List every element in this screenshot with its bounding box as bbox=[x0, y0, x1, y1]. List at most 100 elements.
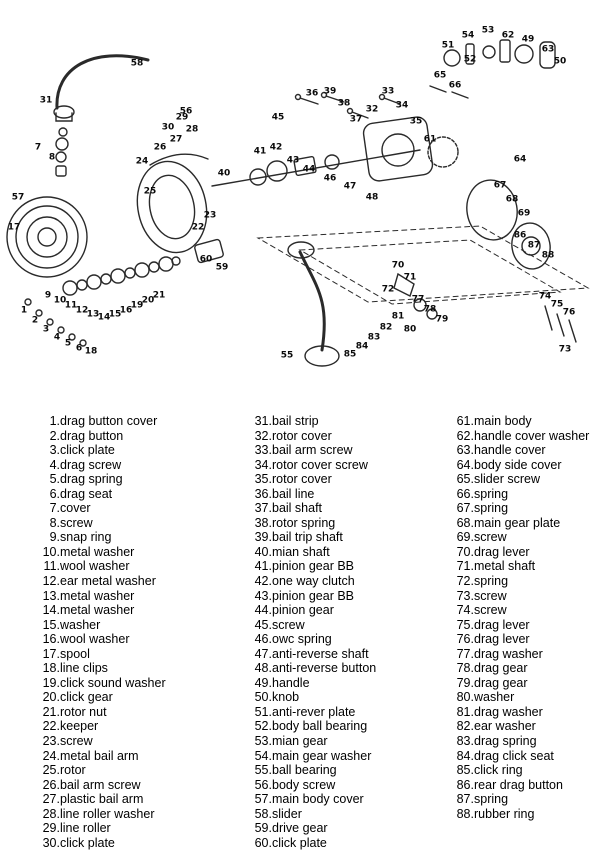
part-number: 82. bbox=[456, 719, 474, 734]
part-name: pinion gear bbox=[272, 603, 334, 618]
diagram-part-number: 11 bbox=[64, 300, 78, 311]
part-list-item: 85.click ring bbox=[454, 763, 604, 778]
diagram-part-number: 62 bbox=[501, 30, 515, 41]
part-list-item: 54.main gear washer bbox=[252, 749, 454, 764]
part-name: metal bail arm bbox=[60, 748, 139, 763]
part-list-item: 30.click plate bbox=[40, 836, 252, 851]
part-list-item: 58.slider bbox=[252, 807, 454, 822]
diagram-part-number: 60 bbox=[199, 254, 213, 265]
part-list-item: 23.screw bbox=[40, 734, 252, 749]
part-name: anti-rever plate bbox=[272, 704, 356, 719]
part-name: drag washer bbox=[474, 704, 543, 719]
diagram-part-number: 67 bbox=[493, 180, 507, 191]
part-number: 74. bbox=[456, 603, 474, 618]
part-list-item: 14.metal washer bbox=[40, 603, 252, 618]
part-number: 52. bbox=[254, 719, 272, 734]
diagram-part-number: 59 bbox=[215, 262, 229, 273]
part-name: spring bbox=[474, 486, 509, 501]
part-list-item: 74.screw bbox=[454, 603, 604, 618]
part-name: handle cover washer bbox=[474, 428, 590, 443]
part-name: rotor cover screw bbox=[272, 457, 368, 472]
part-list-item: 33.bail arm screw bbox=[252, 443, 454, 458]
part-number: 56. bbox=[254, 777, 272, 792]
part-number: 48. bbox=[254, 661, 272, 676]
diagram-part-number: 32 bbox=[365, 104, 379, 115]
diagram-part-number: 65 bbox=[433, 70, 447, 81]
part-list-item: 72.spring bbox=[454, 574, 604, 589]
part-number: 63. bbox=[456, 443, 474, 458]
diagram-part-number: 57 bbox=[11, 192, 25, 203]
part-list-item: 46.owc spring bbox=[252, 632, 454, 647]
part-name: spring bbox=[474, 792, 509, 807]
part-name: rotor bbox=[60, 763, 86, 778]
part-list-item: 24.metal bail arm bbox=[40, 749, 252, 764]
part-name: screw bbox=[474, 588, 507, 603]
part-list-item: 69.screw bbox=[454, 530, 604, 545]
part-list-item: 7.cover bbox=[40, 501, 252, 516]
part-number: 81. bbox=[456, 704, 474, 719]
part-number: 78. bbox=[456, 661, 474, 676]
part-number: 65. bbox=[456, 472, 474, 487]
part-list-item: 34.rotor cover screw bbox=[252, 458, 454, 473]
diagram-part-number: 76 bbox=[562, 307, 576, 318]
diagram-part-number: 55 bbox=[280, 350, 294, 361]
diagram-part-number: 74 bbox=[538, 291, 552, 302]
part-number: 1. bbox=[49, 414, 60, 428]
part-number: 55. bbox=[254, 763, 272, 778]
part-name: slider bbox=[272, 806, 302, 821]
part-name: screw bbox=[474, 530, 507, 545]
diagram-part-number: 41 bbox=[253, 146, 267, 157]
part-number: 30. bbox=[42, 835, 60, 850]
diagram-part-number: 68 bbox=[505, 194, 519, 205]
part-list-item: 10.metal washer bbox=[40, 545, 252, 560]
part-name: drive gear bbox=[272, 821, 328, 836]
part-list-item: 75.drag lever bbox=[454, 618, 604, 633]
part-name: bail line bbox=[272, 486, 315, 501]
part-name: click sound washer bbox=[60, 675, 166, 690]
part-number: 39. bbox=[254, 530, 272, 545]
diagram-part-number: 38 bbox=[337, 98, 351, 109]
part-list-item: 65.slider screw bbox=[454, 472, 604, 487]
part-name: drag gear bbox=[474, 675, 528, 690]
part-name: plastic bail arm bbox=[60, 792, 144, 807]
part-name: drag seat bbox=[60, 486, 113, 501]
part-list-item: 66.spring bbox=[454, 487, 604, 502]
part-list-item: 67.spring bbox=[454, 501, 604, 516]
part-list-item: 44.pinion gear bbox=[252, 603, 454, 618]
diagram-part-number: 28 bbox=[185, 124, 199, 135]
diagram-drawing bbox=[6, 39, 590, 367]
part-number: 77. bbox=[456, 646, 474, 661]
diagram-part-number: 44 bbox=[302, 164, 316, 175]
part-number: 67. bbox=[456, 501, 474, 516]
diagram-part-number: 78 bbox=[423, 304, 437, 315]
part-list-item: 80.washer bbox=[454, 690, 604, 705]
part-list-item: 36.bail line bbox=[252, 487, 454, 502]
part-name: one way clutch bbox=[272, 574, 355, 589]
part-number: 47. bbox=[254, 646, 272, 661]
diagram-part-number: 42 bbox=[269, 142, 283, 153]
part-list-item: 56.body screw bbox=[252, 778, 454, 793]
part-number: 59. bbox=[254, 821, 272, 836]
part-list-item: 12.ear metal washer bbox=[40, 574, 252, 589]
part-name: metal washer bbox=[60, 588, 135, 603]
part-name: washer bbox=[474, 690, 515, 705]
part-number: 68. bbox=[456, 515, 474, 530]
part-name: spool bbox=[60, 646, 90, 661]
diagram-part-number: 19 bbox=[130, 300, 144, 311]
part-name: drag button bbox=[60, 428, 124, 443]
part-name: wool washer bbox=[60, 632, 130, 647]
part-list-item: 79.drag gear bbox=[454, 676, 604, 691]
diagram-part-number: 35 bbox=[409, 116, 423, 127]
part-list-item: 73.screw bbox=[454, 589, 604, 604]
part-name: drag screw bbox=[60, 457, 122, 472]
part-number: 60. bbox=[254, 835, 272, 850]
part-name: handle cover bbox=[474, 443, 546, 458]
diagram-part-number: 31 bbox=[39, 95, 53, 106]
part-number: 62. bbox=[456, 428, 474, 443]
diagram-part-number: 10 bbox=[53, 295, 67, 306]
part-name: metal shaft bbox=[474, 559, 536, 574]
diagram-part-number: 56 bbox=[179, 106, 193, 117]
